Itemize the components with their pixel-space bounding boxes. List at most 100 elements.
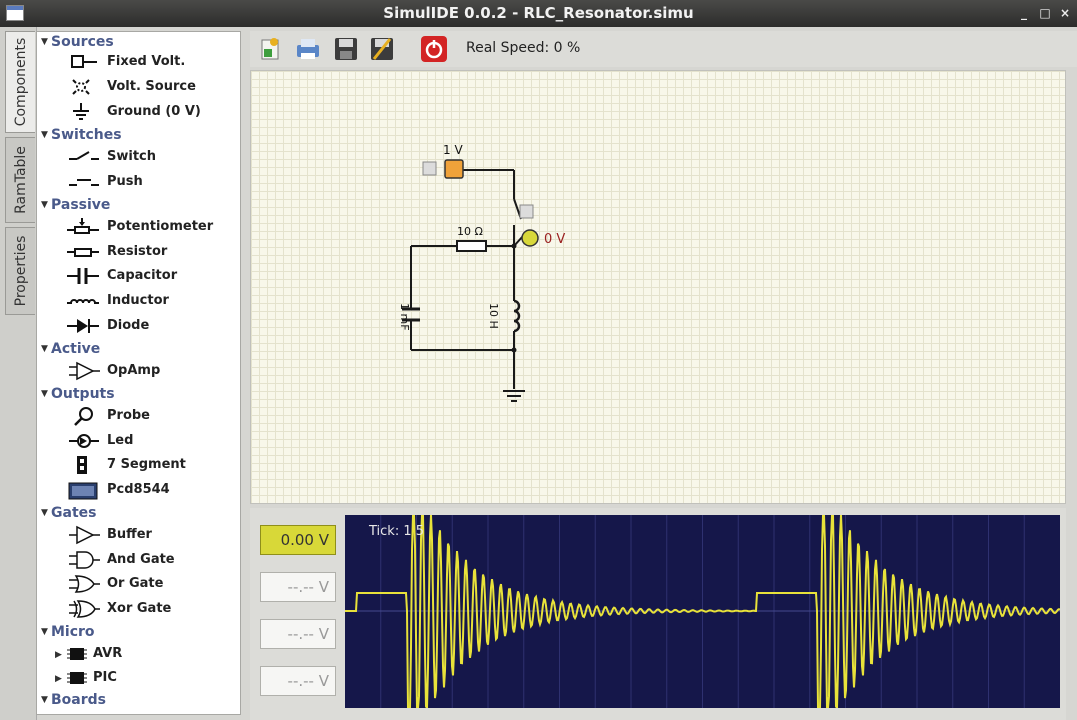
component-resistor[interactable]: Resistor: [67, 241, 240, 263]
expand-arrow-icon: ▼: [41, 200, 48, 210]
or-gate-icon: [69, 575, 100, 593]
circuit-schematic: 1 V 0 V 10 Ω 1 mF 10 H: [398, 143, 565, 402]
component-capacitor[interactable]: Capacitor: [67, 265, 240, 287]
category-outputs[interactable]: ▼Outputs: [41, 384, 115, 404]
component-fixed-volt[interactable]: Fixed Volt.: [67, 51, 240, 73]
category-label: Micro: [51, 624, 95, 640]
ground-icon: [73, 103, 89, 120]
component-inductor[interactable]: Inductor: [67, 290, 240, 312]
voltage-probe[interactable]: [521, 229, 539, 247]
channel-3-voltage[interactable]: --.-- V: [260, 619, 336, 649]
new-circuit-icon[interactable]: [256, 35, 284, 63]
component-label: Resistor: [107, 244, 168, 259]
main-toolbar: Real Speed: 0 %: [250, 31, 1077, 67]
component-label: Ground (0 V): [107, 104, 201, 119]
component-label: Switch: [107, 149, 157, 164]
component-label: Push: [107, 174, 143, 189]
component-label: Diode: [107, 318, 150, 333]
opamp-icon: [69, 361, 100, 381]
component-push[interactable]: Push: [67, 171, 240, 193]
category-gates[interactable]: ▼Gates: [41, 503, 96, 523]
subcategory-pic[interactable]: ▶ PIC: [55, 667, 117, 689]
component-switch[interactable]: Switch: [67, 146, 240, 168]
collapsed-arrow-icon: ▶: [55, 650, 62, 660]
fixed-volt-source[interactable]: [444, 159, 464, 179]
switch-toggle-box[interactable]: [519, 204, 534, 219]
tab-ramtable[interactable]: RamTable: [5, 137, 35, 223]
tab-properties-label: Properties: [12, 235, 29, 307]
component-buffer[interactable]: Buffer: [67, 524, 240, 546]
save-as-icon[interactable]: [368, 35, 396, 63]
expand-arrow-icon: ▼: [41, 130, 48, 140]
oscilloscope-display[interactable]: Tick: 1 5: [345, 515, 1060, 708]
channel-2-voltage[interactable]: --.-- V: [260, 572, 336, 602]
power-icon[interactable]: [420, 35, 448, 63]
component-potentiometer[interactable]: Potentiometer: [67, 216, 240, 238]
inductor-icon: [67, 299, 99, 304]
component-or-gate[interactable]: Or Gate: [67, 573, 240, 595]
channel-4-voltage[interactable]: --.-- V: [260, 666, 336, 696]
save-icon[interactable]: [332, 35, 360, 63]
expand-arrow-icon: ▼: [41, 389, 48, 399]
category-passive[interactable]: ▼Passive: [41, 195, 110, 215]
component-ground[interactable]: Ground (0 V): [67, 101, 240, 123]
category-active[interactable]: ▼Active: [41, 339, 100, 359]
oscilloscope-trace: [345, 515, 1060, 708]
category-label: Active: [51, 341, 101, 357]
source-toggle-box[interactable]: [422, 161, 437, 176]
app-icon[interactable]: [6, 5, 24, 21]
category-label: Sources: [51, 34, 114, 50]
component-label: And Gate: [107, 552, 175, 567]
category-label: Outputs: [51, 386, 115, 402]
side-tab-bar: Components RamTable Properties: [0, 27, 37, 720]
tab-components[interactable]: Components: [5, 31, 35, 133]
window-title: SimulIDE 0.0.2 - RLC_Resonator.simu: [383, 4, 694, 22]
maximize-button[interactable]: □: [1039, 6, 1051, 20]
xor-gate-icon: [69, 600, 100, 618]
title-bar: SimulIDE 0.0.2 - RLC_Resonator.simu _ □ …: [0, 0, 1077, 27]
component-7-segment[interactable]: 7 Segment: [67, 454, 240, 476]
junction-dot: [511, 347, 517, 353]
capacitor-icon: [67, 268, 99, 284]
component-label: Volt. Source: [107, 79, 196, 94]
subcategory-avr[interactable]: ▶ AVR: [55, 643, 122, 665]
component-label: Probe: [107, 408, 150, 423]
circuit-canvas[interactable]: 1 V 0 V 10 Ω 1 mF 10 H: [250, 70, 1066, 504]
tab-properties[interactable]: Properties: [5, 227, 35, 315]
channel-1-voltage[interactable]: 0.00 V: [260, 525, 336, 555]
close-button[interactable]: ×: [1059, 6, 1071, 20]
resistor[interactable]: [456, 240, 487, 252]
category-boards[interactable]: ▼Boards: [41, 690, 106, 710]
plotter-panel: 0.00 V --.-- V --.-- V --.-- V Tick: 1 5: [250, 508, 1066, 720]
component-pcd8544[interactable]: Pcd8544: [67, 479, 240, 501]
component-label: OpAmp: [107, 363, 161, 378]
tab-ramtable-label: RamTable: [12, 146, 29, 214]
component-xor-gate[interactable]: Xor Gate: [67, 598, 240, 620]
component-volt-source[interactable]: Volt. Source: [67, 76, 240, 98]
inductor[interactable]: [513, 299, 521, 333]
category-switches[interactable]: ▼Switches: [41, 125, 122, 145]
capacitor[interactable]: [402, 307, 420, 322]
category-label: Boards: [51, 692, 106, 708]
component-diode[interactable]: Diode: [67, 315, 240, 337]
subcategory-label: PIC: [92, 670, 117, 685]
component-and-gate[interactable]: And Gate: [67, 549, 240, 571]
ground-symbol[interactable]: [503, 390, 525, 402]
expand-arrow-icon: ▼: [41, 695, 48, 705]
component-label: Potentiometer: [107, 219, 214, 234]
component-label: Buffer: [107, 527, 152, 542]
real-speed-label: Real Speed: 0 %: [466, 40, 581, 56]
category-micro[interactable]: ▼Micro: [41, 622, 95, 642]
components-panel: ▼Sources Fixed Volt. Volt. Source Ground…: [36, 31, 241, 715]
category-label: Switches: [51, 127, 122, 143]
and-gate-icon: [69, 551, 100, 569]
component-opamp[interactable]: OpAmp: [67, 360, 240, 382]
component-led[interactable]: Led: [67, 430, 240, 452]
category-sources[interactable]: ▼Sources: [41, 32, 114, 52]
component-label: Inductor: [107, 293, 169, 308]
resistor-label: 10 Ω: [457, 225, 483, 238]
print-icon[interactable]: [294, 35, 322, 63]
minimize-button[interactable]: _: [1021, 6, 1027, 20]
led-icon: [69, 434, 99, 448]
component-probe[interactable]: Probe: [67, 405, 240, 427]
